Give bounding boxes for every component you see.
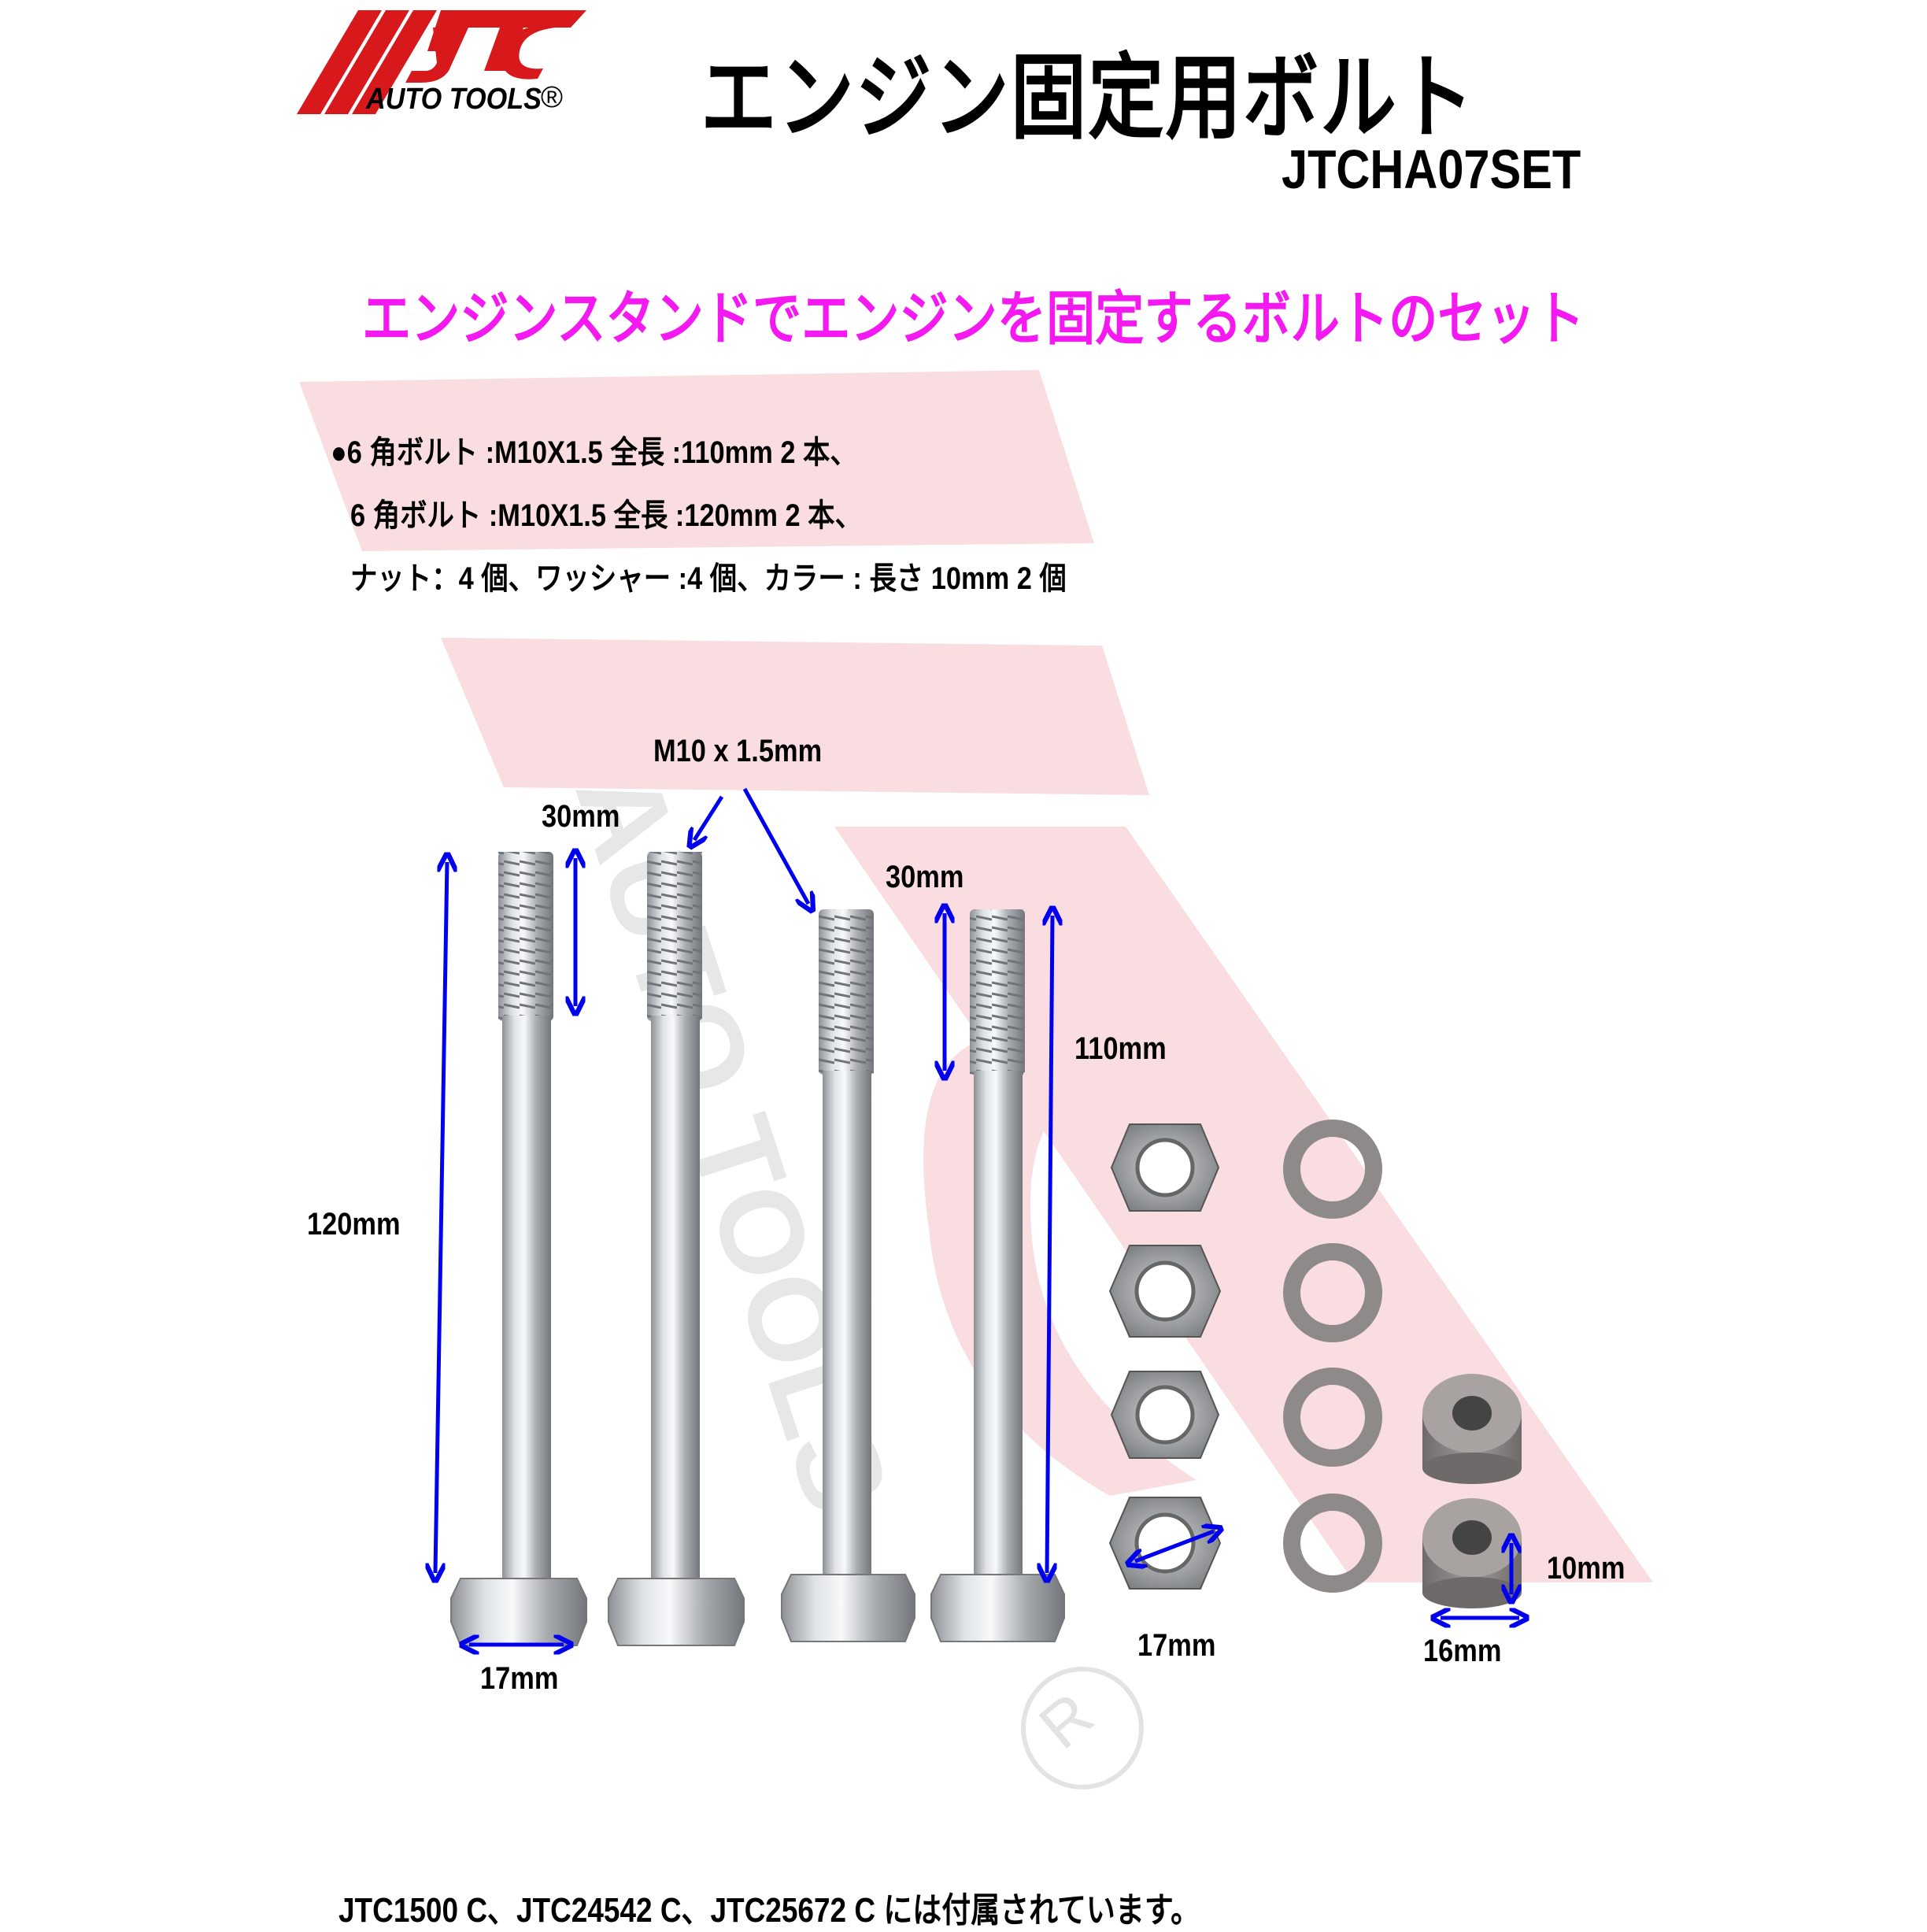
nuts <box>1108 1123 1222 1590</box>
spec-line-3: ナット：4 個、ワッシャー :4 個、カラー : 長さ 10mm 2 個 <box>350 561 1067 596</box>
bolt-110mm-2 <box>930 909 1065 1642</box>
label-length-120: 120mm <box>307 1207 401 1242</box>
washers <box>1283 1120 1382 1593</box>
label-bolt-head-width: 17mm <box>480 1661 559 1696</box>
label-thread-length-right: 30mm <box>886 860 964 894</box>
jtc-logo-icon <box>297 10 586 114</box>
logo-tagline: AUTO TOOLS <box>366 83 542 116</box>
page-title: エンジン固定用ボルト <box>701 46 1476 150</box>
bolt-110mm-1 <box>781 909 915 1642</box>
label-collar-height: 10mm <box>1547 1551 1626 1586</box>
label-collar-diameter: 16mm <box>1423 1634 1502 1668</box>
bolt-120mm-1 <box>450 852 587 1646</box>
spec-line-1: ●6 角ボルト :M10X1.5 全長 :110mm 2 本、 <box>331 435 857 470</box>
label-length-110: 110mm <box>1074 1031 1167 1066</box>
label-thread-spec: M10 x 1.5mm <box>653 734 823 768</box>
model-number: JTCHA07SET <box>1282 139 1581 200</box>
label-nut-width: 17mm <box>1137 1628 1216 1663</box>
product-subtitle: エンジンスタンドでエンジンを固定するボルトのセット <box>362 286 1585 351</box>
dimension-arrows <box>435 787 1519 1645</box>
spec-line-2: 6 角ボルト :M10X1.5 全長 :120mm 2 本、 <box>350 498 862 533</box>
bolt-120mm-2 <box>608 852 745 1646</box>
label-thread-length-left: 30mm <box>542 799 620 834</box>
collars <box>1422 1374 1522 1608</box>
compatibility-note: JTC1500 C、JTC24542 C、JTC25672 C には付属されてい… <box>338 1891 1200 1930</box>
jtc-logo: AUTO TOOLS ® <box>287 4 586 118</box>
registered-mark: ® <box>541 81 563 114</box>
